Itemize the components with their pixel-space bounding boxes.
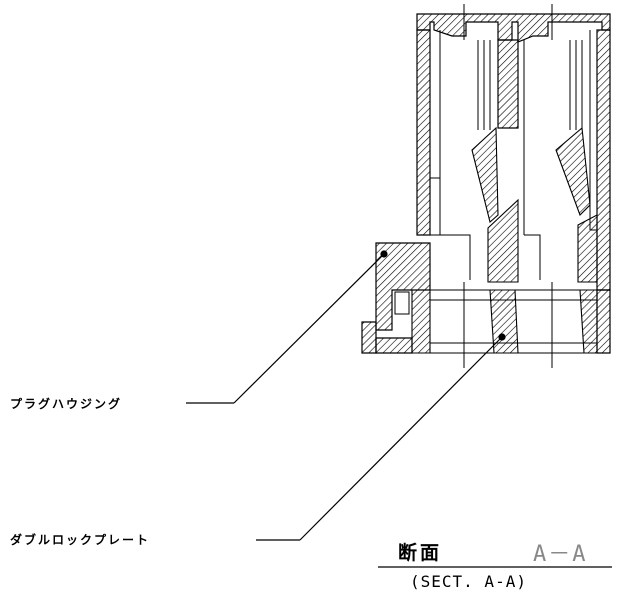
leader-lines (186, 250, 506, 541)
center-lines (463, 4, 553, 368)
section-id: A－A (533, 542, 588, 567)
label-double-lock-plate: ダブルロックプレート (10, 533, 151, 547)
terminal-lances (471, 126, 598, 283)
plug-housing-section (361, 13, 611, 354)
label-plug-housing: プラグハウジング (10, 397, 123, 411)
section-subtitle: (SECT. A-A) (410, 572, 527, 591)
section-title: 断面 (398, 542, 443, 564)
double-lock-plate-section (411, 289, 598, 354)
